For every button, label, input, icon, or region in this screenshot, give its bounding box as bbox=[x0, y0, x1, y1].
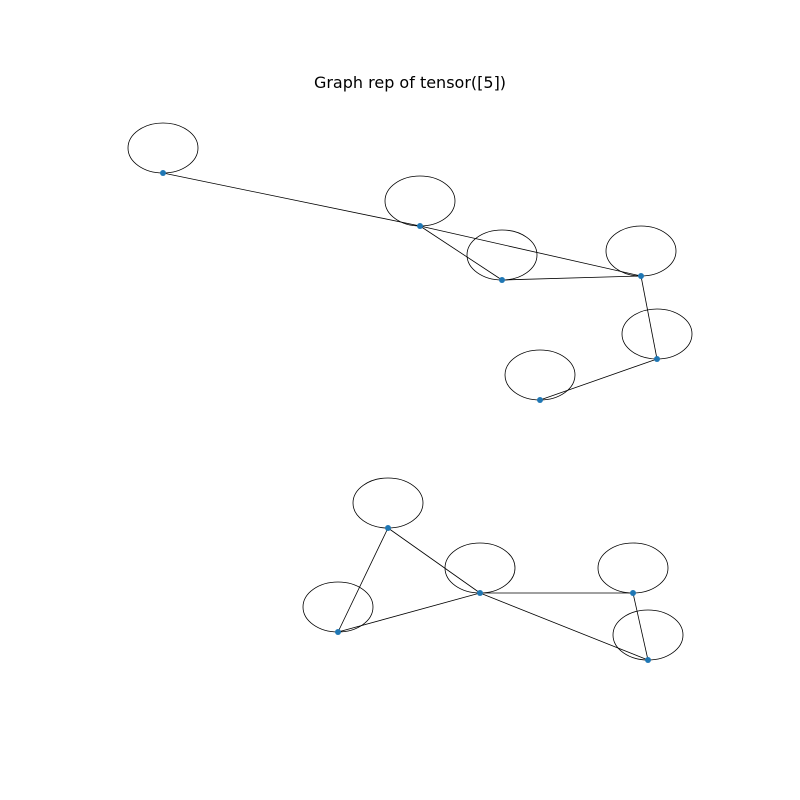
graph-edge bbox=[162, 172, 421, 227]
graph-node bbox=[630, 590, 636, 596]
edges-layer bbox=[162, 172, 658, 661]
graph-node bbox=[654, 356, 660, 362]
graph-edge bbox=[387, 527, 481, 594]
graph-node bbox=[417, 223, 423, 229]
graph-node bbox=[335, 629, 341, 635]
graph-edge bbox=[337, 527, 389, 633]
graph-edge bbox=[501, 275, 642, 281]
graph-node bbox=[160, 170, 166, 176]
graph-node bbox=[385, 525, 391, 531]
figure-title: Graph rep of tensor([5]) bbox=[314, 73, 506, 92]
graph-edge bbox=[419, 225, 642, 277]
graph-edge bbox=[539, 358, 658, 401]
graph-node bbox=[645, 657, 651, 663]
self-loops-layer bbox=[127, 122, 693, 661]
graph-edge bbox=[419, 225, 503, 281]
graph-edge bbox=[640, 275, 658, 360]
graph-edge bbox=[479, 592, 649, 661]
graph-node bbox=[477, 590, 483, 596]
graph-node bbox=[638, 273, 644, 279]
graph-edge bbox=[632, 592, 649, 661]
graph-node bbox=[537, 397, 543, 403]
graph-node bbox=[499, 277, 505, 283]
nodes-layer bbox=[160, 170, 660, 663]
